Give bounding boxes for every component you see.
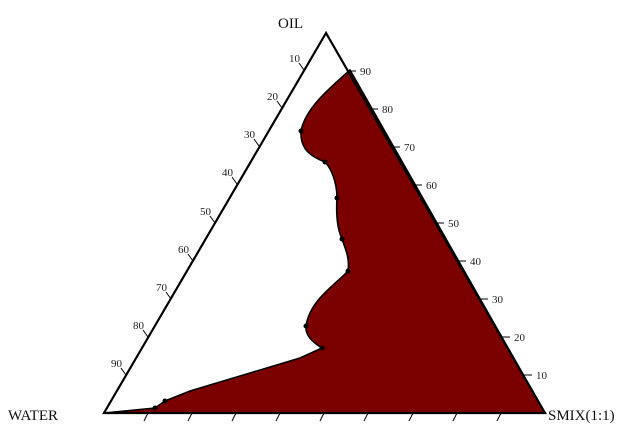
- data-point: [152, 405, 158, 411]
- left-axis-labels: 10 20 30 40 50 60 70 80 90: [111, 53, 301, 370]
- right-tick-label: 20: [514, 332, 526, 344]
- right-tick-label: 80: [382, 104, 394, 116]
- data-point: [303, 323, 309, 329]
- left-tick-label: 90: [111, 358, 123, 370]
- right-tick-label: 30: [492, 294, 504, 306]
- bottom-axis: [143, 412, 502, 422]
- right-tick-label: 60: [426, 180, 438, 192]
- data-point: [162, 398, 168, 404]
- left-tick-label: 20: [267, 91, 279, 103]
- microemulsion-region: [103, 68, 547, 414]
- left-tick-label: 50: [200, 206, 212, 218]
- left-tick-label: 70: [156, 282, 168, 294]
- right-tick-label: 40: [470, 256, 482, 268]
- data-point: [339, 236, 345, 242]
- right-tick-label: 50: [448, 218, 460, 230]
- left-tick-label: 80: [133, 320, 145, 332]
- data-point: [334, 195, 340, 201]
- data-point: [298, 128, 304, 134]
- data-point: [345, 268, 351, 274]
- left-tick-label: 30: [244, 129, 256, 141]
- left-axis: [120, 62, 305, 376]
- right-tick-label: 10: [536, 370, 548, 382]
- data-point: [319, 345, 325, 351]
- vertex-label-oil: OIL: [278, 16, 303, 32]
- right-tick-label: 70: [404, 142, 416, 154]
- vertex-label-smix: SMIX(1:1): [548, 408, 615, 424]
- left-tick-label: 40: [222, 167, 234, 179]
- data-point: [322, 159, 328, 165]
- vertex-label-water: WATER: [8, 408, 58, 424]
- left-tick-label: 10: [289, 53, 301, 65]
- boundary-points: [152, 128, 351, 411]
- right-axis: [348, 70, 532, 376]
- right-axis-labels: 90 80 70 60 50 40 30 20 10: [360, 66, 548, 382]
- left-tick-label: 60: [178, 244, 190, 256]
- right-tick-label: 90: [360, 66, 372, 78]
